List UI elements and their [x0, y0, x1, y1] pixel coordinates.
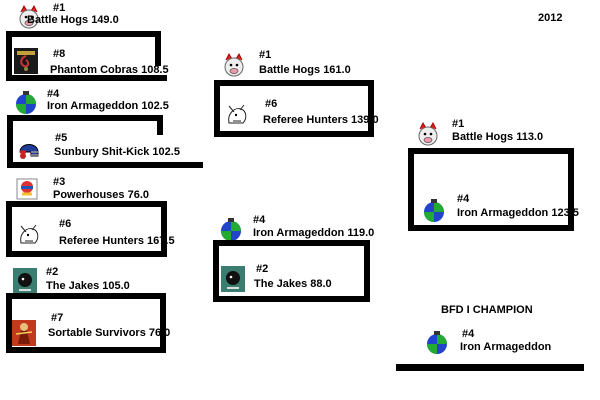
- final-connector: [568, 148, 574, 230]
- match4-top-seed: #2: [46, 266, 59, 278]
- cobra-logo-icon: [14, 48, 38, 74]
- match3-top-line: [6, 201, 167, 207]
- match2-top-line: [7, 115, 163, 121]
- semi1-top-seed: #1: [259, 49, 272, 61]
- match2-left-line: [7, 115, 13, 167]
- armageddon-logo-icon: [422, 198, 446, 224]
- final-top-seed: #1: [452, 118, 465, 130]
- semi2-bottom-line: [213, 296, 370, 302]
- match2-bottom-team: Sunbury Shit-Kick 102.5: [54, 146, 180, 158]
- match4-top-line: [6, 293, 166, 299]
- champion-team: Iron Armageddon: [460, 341, 552, 353]
- match4-bottom-seed: #7: [51, 312, 64, 324]
- armageddon-logo-icon: [14, 90, 38, 116]
- match2-top-seed: #4: [47, 88, 60, 100]
- semi1-top-team: Battle Hogs 161.0: [259, 64, 351, 76]
- hunter-logo-icon: [17, 223, 41, 249]
- hunter-logo-icon: [225, 103, 249, 129]
- final-bottom-seed: #4: [457, 193, 470, 205]
- match1-top-line: [6, 31, 161, 37]
- match2-bottom-line: [7, 162, 203, 168]
- armageddon-logo-icon: [219, 217, 243, 243]
- semi1-bottom-seed: #6: [265, 98, 278, 110]
- match3-bottom-line: [6, 251, 167, 257]
- final-bottom-team: Iron Armageddon 123.5: [457, 207, 579, 219]
- champion-line: [396, 364, 584, 371]
- semi2-top-line: [213, 240, 370, 246]
- match1-bottom-team: Phantom Cobras 108.5: [50, 64, 169, 76]
- powerhouse-logo-icon: [15, 176, 39, 202]
- hog-logo-icon: [17, 4, 41, 30]
- match3-bottom-seed: #6: [59, 218, 72, 230]
- match3-top-team: Powerhouses 76.0: [53, 189, 150, 201]
- match3-connector: [161, 201, 167, 257]
- semi1-top-line: [214, 80, 374, 86]
- final-left-line: [408, 148, 414, 230]
- match1-top-seed: #1: [53, 2, 66, 14]
- match1-left-line: [6, 31, 12, 79]
- semi1-connector: [368, 80, 374, 137]
- jakes-logo-icon: [13, 268, 37, 294]
- helmet-logo-icon: [17, 136, 41, 162]
- hog-logo-icon: [416, 121, 440, 147]
- final-top-team: Battle Hogs 113.0: [452, 131, 544, 143]
- jakes-logo-icon: [221, 266, 245, 292]
- champion-title: BFD I CHAMPION: [441, 304, 533, 316]
- armageddon-logo-icon: [425, 330, 449, 356]
- match2-top-team: Iron Armageddon 102.5: [47, 100, 169, 112]
- season-year: 2012: [538, 12, 563, 24]
- hog-logo-icon: [222, 52, 246, 78]
- match2-bottom-seed: #5: [55, 132, 68, 144]
- match4-left-line: [6, 293, 12, 351]
- survivor-logo-icon: [12, 320, 36, 346]
- semi2-connector: [364, 240, 370, 301]
- match3-top-seed: #3: [53, 176, 66, 188]
- match1-connector: [155, 31, 161, 66]
- semi2-top-seed: #4: [253, 214, 266, 226]
- match3-bottom-team: Referee Hunters 167.5: [59, 235, 175, 247]
- final-bottom-line: [408, 225, 574, 231]
- match1-top-team: Battle Hogs 149.0: [27, 14, 119, 26]
- match4-connector: [160, 293, 166, 353]
- semi2-top-team: Iron Armageddon 119.0: [253, 227, 375, 239]
- semi2-left-line: [213, 240, 219, 301]
- match1-bottom-seed: #8: [53, 48, 66, 60]
- semi1-bottom-line: [214, 131, 374, 137]
- match2-connector: [157, 115, 163, 135]
- final-top-line: [408, 148, 574, 154]
- match4-top-team: The Jakes 105.0: [46, 280, 130, 292]
- match4-bottom-line: [6, 347, 166, 353]
- semi1-bottom-team: Referee Hunters 139.0: [263, 114, 379, 126]
- champion-seed: #4: [462, 328, 475, 340]
- match1-bottom-line: [6, 75, 167, 81]
- semi1-left-line: [214, 80, 220, 136]
- match3-left-line: [6, 201, 12, 255]
- semi2-bottom-seed: #2: [256, 263, 269, 275]
- semi2-bottom-team: The Jakes 88.0: [254, 278, 332, 290]
- match4-bottom-team: Sortable Survivors 76.0: [48, 327, 171, 339]
